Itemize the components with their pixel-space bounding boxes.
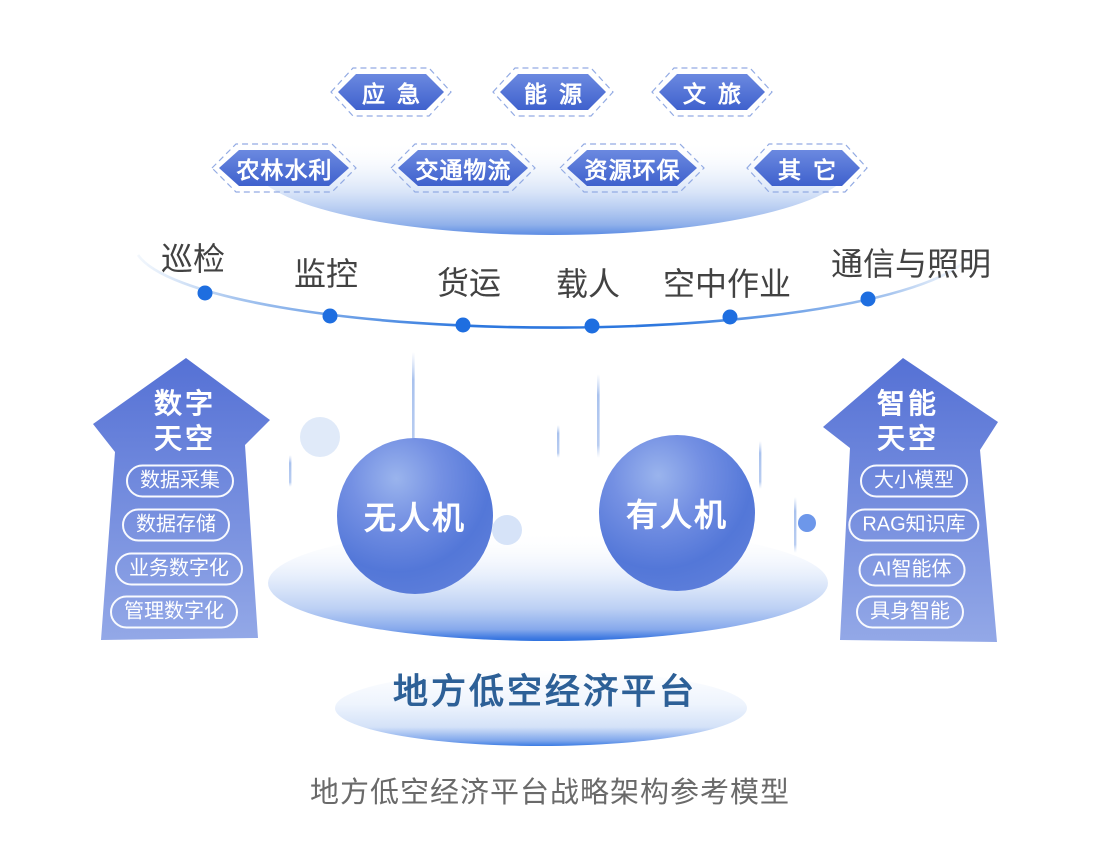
arc-dot	[584, 318, 600, 334]
industry-badge-label: 文旅	[683, 81, 753, 107]
right-pillar-title: 智能 天空	[843, 386, 973, 456]
left-pillar-item: 业务数字化	[115, 552, 243, 586]
industry-badge-logistics: 交通物流	[389, 142, 537, 194]
light-beam	[794, 497, 797, 553]
industry-badge-label: 农林水利	[236, 157, 333, 183]
industry-badge-energy: 能源	[491, 66, 615, 118]
left-pillar-title-line1: 数字	[153, 388, 216, 419]
arc-dot	[455, 317, 471, 333]
right-pillar-title-line2: 天空	[876, 423, 939, 454]
decor-dot	[798, 514, 816, 532]
scenario-label-freight: 货运	[436, 265, 502, 301]
light-beam	[759, 441, 762, 489]
left-pillar-item: 数据采集	[126, 464, 234, 498]
industry-badge-label: 应急	[362, 81, 432, 107]
right-pillar-title-line1: 智能	[876, 388, 939, 419]
decor-dot	[492, 515, 522, 545]
left-pillar-item: 管理数字化	[110, 595, 238, 629]
diagram-caption: 地方低空经济平台战略架构参考模型	[309, 777, 791, 809]
platform-title: 地方低空经济平台	[392, 672, 698, 712]
pillar-arrow-left	[93, 358, 270, 640]
scenario-label-monitoring: 监控	[293, 256, 359, 292]
light-beam	[289, 455, 292, 487]
scenario-label-comm-lighting: 通信与照明	[830, 246, 992, 282]
arc-dot	[322, 308, 338, 324]
arc-dot	[197, 285, 213, 301]
left-pillar-title-line2: 天空	[153, 423, 216, 454]
scenario-label-inspection: 巡检	[160, 241, 226, 277]
manned-aircraft-sphere-label: 有人机	[625, 497, 728, 533]
glow-dome	[252, 91, 852, 235]
uav-sphere: 无人机	[337, 438, 493, 594]
uav-sphere-label: 无人机	[363, 500, 466, 536]
platform-base-ellipse	[335, 670, 747, 746]
industry-badge-tourism: 文旅	[650, 66, 774, 118]
scenario-label-aerial-work: 空中作业	[662, 266, 792, 302]
industry-badge-environment: 资源环保	[558, 142, 706, 194]
industry-badge-label: 资源环保	[584, 157, 681, 183]
industry-badge-label: 能源	[524, 81, 594, 107]
manned-aircraft-sphere: 有人机	[599, 435, 755, 591]
decor-dot	[300, 417, 340, 457]
right-pillar-item: AI智能体	[858, 553, 966, 587]
industry-badge-label: 其它	[778, 157, 848, 183]
left-pillar-title: 数字 天空	[120, 386, 250, 456]
light-beam	[597, 374, 600, 458]
arc-dot	[860, 291, 876, 307]
light-beam	[412, 352, 415, 462]
industry-badge-emergency: 应急	[329, 66, 453, 118]
right-pillar-item: 具身智能	[856, 595, 964, 629]
right-pillar-item: 大小模型	[860, 464, 968, 498]
industry-badge-label: 交通物流	[415, 157, 512, 183]
left-pillar-item: 数据存储	[122, 508, 230, 542]
arc-dot	[722, 309, 738, 325]
industry-badge-agriculture: 农林水利	[210, 142, 358, 194]
industry-badge-other: 其它	[745, 142, 869, 194]
right-pillar-item: RAG知识库	[848, 508, 980, 542]
light-beam	[557, 425, 560, 458]
scenario-label-passenger: 载人	[555, 266, 621, 302]
